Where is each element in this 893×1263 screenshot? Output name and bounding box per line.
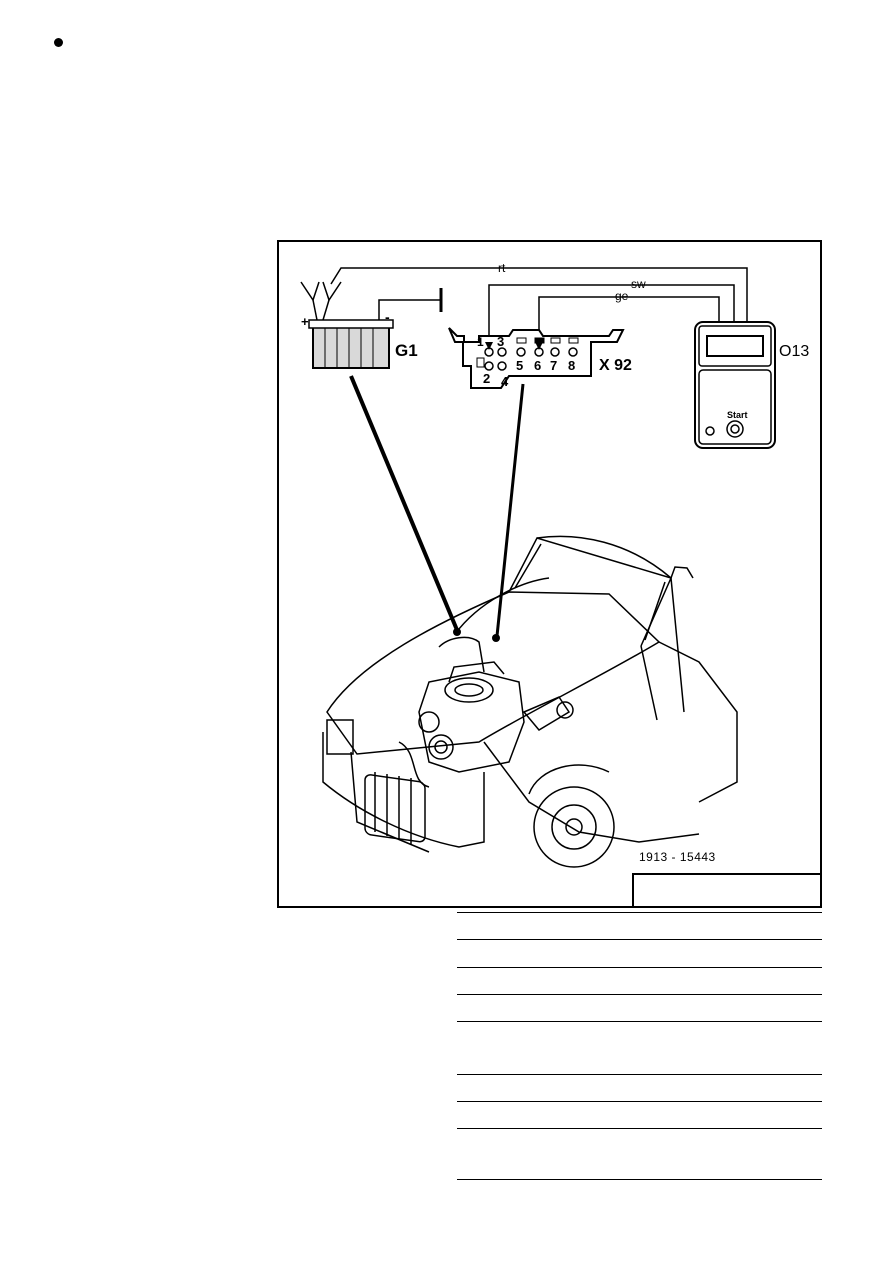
wire-rt (330, 267, 748, 322)
battery-label: G1 (395, 341, 418, 360)
table-rule (457, 912, 822, 913)
wiring-diagram-figure: rt sw ge + - G1 (277, 240, 822, 908)
caption-box (632, 873, 822, 908)
connector-leader-line (495, 383, 525, 637)
tester-start-label: Start (727, 410, 748, 420)
bullet-point (54, 38, 63, 47)
connector-pin-4: 4 (501, 374, 509, 389)
battery-leader-line (349, 375, 459, 631)
table-rule (457, 967, 822, 968)
connector-label: X 92 (599, 357, 632, 374)
connector-pin-1: 1 (477, 335, 484, 349)
tester-led-icon (705, 426, 715, 436)
tester-start-button-icon (726, 420, 744, 438)
battery-minus-sign: - (385, 309, 390, 325)
wire-sw-label: sw (631, 277, 646, 291)
battery-g1 (300, 281, 443, 369)
diagram-drawing: rt sw ge + - G1 (300, 261, 809, 868)
battery-plus-sign: + (301, 314, 309, 329)
tester-o13 (694, 321, 776, 449)
wire-ge-label: ge (615, 289, 629, 303)
wire-rt-label: rt (498, 261, 506, 275)
figure-number: 1913 - 15443 (639, 850, 716, 864)
table-rule (457, 1179, 822, 1180)
connector-x92 (448, 327, 625, 389)
connector-pin-7: 7 (550, 358, 557, 373)
empty-table-lines (457, 912, 822, 1187)
table-rule (457, 1074, 822, 1075)
connector-pin-3: 3 (497, 334, 504, 349)
connector-pin-2: 2 (483, 371, 490, 386)
wire-sw (488, 284, 735, 336)
tester-label: O13 (779, 343, 809, 360)
table-rule (457, 994, 822, 995)
table-rule (457, 939, 822, 940)
table-rule (457, 1128, 822, 1129)
connector-pin-5: 5 (516, 358, 523, 373)
connector-pin-8: 8 (568, 358, 575, 373)
table-rule (457, 1021, 822, 1022)
table-rule (457, 1101, 822, 1102)
connector-pin-6: 6 (534, 358, 541, 373)
wire-ge (538, 296, 720, 336)
car-illustration (322, 535, 738, 868)
